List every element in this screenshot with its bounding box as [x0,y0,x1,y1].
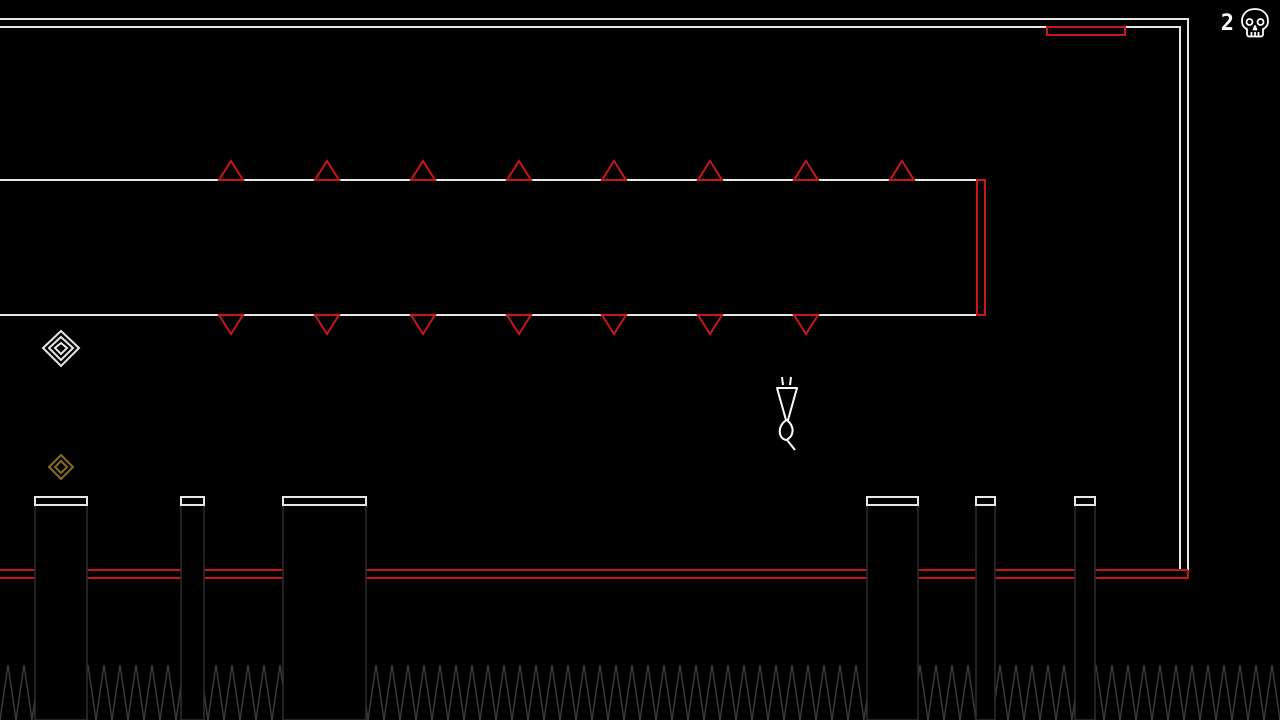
death-count: 2 [1220,11,1234,36]
pillar-cap-platform [180,496,205,506]
spike-down [600,314,628,336]
pillar [1074,496,1096,720]
pillar-cap-platform [975,496,996,506]
spike-up [505,159,533,181]
pillar [975,496,996,720]
spike-down [217,314,245,336]
skull-icon [1241,8,1269,38]
spikes-up-row [217,159,916,181]
checkpoint-diamond-icon [41,329,81,368]
spikes-down-row [217,314,820,336]
collectible-diamond-icon [47,453,75,481]
spike-down [409,314,437,336]
pillars [34,496,1096,720]
spike-down [792,314,820,336]
spike-up [600,159,628,181]
pillar [34,496,88,720]
spike-down [505,314,533,336]
spike-up [888,159,916,181]
spike-up [409,159,437,181]
spike-up [696,159,724,181]
corridor-end-laser-hazard [976,179,986,316]
ceiling-laser-hazard [1046,26,1126,36]
corridor-block [0,179,986,316]
player-character-icon [776,376,798,451]
spike-down [696,314,724,336]
spike-up [217,159,245,181]
floor-laser-hazard [0,569,1189,579]
pillar-cap-platform [866,496,919,506]
pillar-cap-platform [1074,496,1096,506]
hud: 2 [1221,6,1272,40]
pillar-cap-platform [282,496,367,506]
spike-down [313,314,341,336]
spike-up [792,159,820,181]
pillar [866,496,919,720]
pillar [180,496,205,720]
pillar-cap-platform [34,496,88,506]
pillar [282,496,367,720]
floor-spikes [0,664,1280,720]
spike-up [313,159,341,181]
outer-wall [0,18,1189,570]
